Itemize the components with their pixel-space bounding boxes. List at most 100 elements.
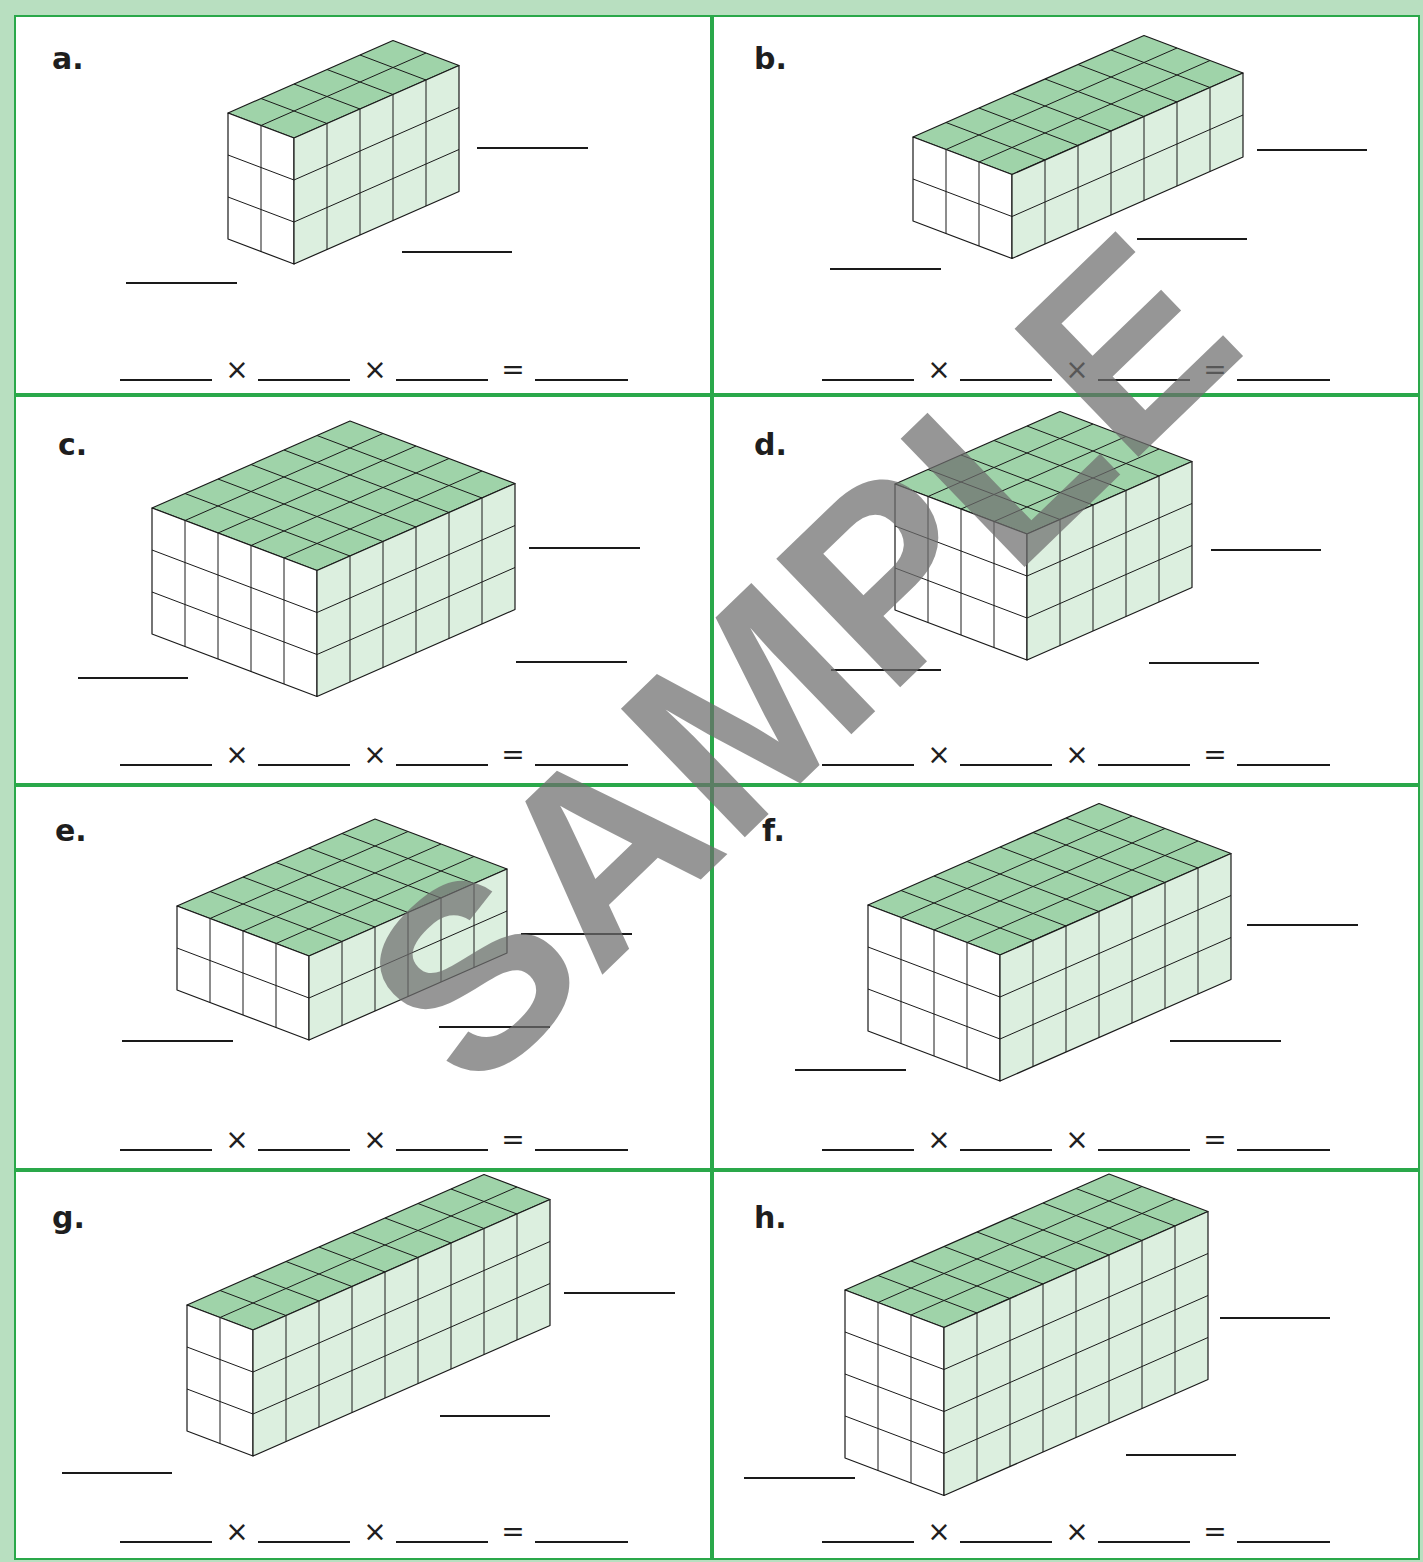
cube-grid-line [1045, 79, 1144, 117]
cube-grid-line [220, 1318, 221, 1444]
exercise-letter: g. [52, 1203, 85, 1233]
cube-grid-line [342, 834, 474, 884]
cube-grid-line [385, 1272, 386, 1398]
answer-blank [1098, 764, 1190, 766]
cube-grid-line [261, 126, 262, 252]
cube-grid-line [385, 1218, 451, 1243]
answer-blank [1237, 1541, 1330, 1543]
cube-grid-line [350, 556, 351, 682]
cube-front-face [895, 484, 1027, 660]
answer-blank [120, 379, 212, 381]
panel-ground [14, 785, 712, 1170]
equals-sign: = [501, 1518, 524, 1546]
equals-sign: = [501, 1126, 524, 1154]
answer-blank [1149, 662, 1259, 664]
cube-grid-line [895, 568, 1027, 618]
cube-grid-line [1126, 491, 1127, 617]
cube-grid-line [284, 450, 449, 513]
cube-grid-line [317, 526, 515, 613]
answer-blank [535, 764, 628, 766]
cube-grid-line [901, 918, 902, 1044]
cube-grid-line [1033, 941, 1034, 1067]
cube-grid-line [426, 80, 427, 206]
cube-grid-line [845, 1374, 944, 1412]
answer-blank [830, 268, 941, 270]
cube-grid-line [253, 1284, 550, 1415]
answer-blank [960, 764, 1052, 766]
answer-blank [1211, 549, 1321, 551]
cube-grid-line [1012, 115, 1243, 217]
cube-grid-line [418, 1204, 484, 1229]
cube-grid-line [878, 1276, 977, 1314]
cube-grid-line [449, 513, 450, 639]
cube-grid-line [185, 521, 186, 647]
answer-blank [396, 1149, 488, 1151]
cube-grid-line [895, 526, 1027, 576]
cube-grid-line [319, 1301, 320, 1427]
cube-grid-line [928, 497, 929, 623]
cube-grid-line [1132, 897, 1133, 1023]
cube-grid-line [994, 522, 995, 648]
exercise-panel: a.××= [14, 15, 712, 395]
answer-blank [120, 1541, 212, 1543]
cube-grid-line [251, 546, 252, 672]
times-sign: × [363, 741, 386, 769]
cube-grid-line [251, 465, 416, 528]
answer-blank [1257, 149, 1367, 151]
answer-blank [521, 933, 632, 935]
cube-side-face [1012, 73, 1243, 259]
answer-blank [258, 764, 350, 766]
cube-grid-line [977, 1232, 1076, 1270]
cube-grid-line [1099, 912, 1100, 1038]
cube-grid-line [845, 1332, 944, 1370]
times-sign: × [1065, 741, 1088, 769]
cube-front-face [228, 113, 294, 264]
cube-grid-line [868, 989, 1000, 1039]
cube-grid-line [994, 441, 1126, 491]
cube-grid-line [243, 877, 375, 927]
cube-grid-line [961, 509, 962, 635]
cube-grid-line [944, 1338, 1208, 1454]
cube-grid-line [286, 1262, 352, 1287]
cube-grid-line [1000, 847, 1132, 897]
times-sign: × [927, 1126, 950, 1154]
cube-grid-line [152, 592, 317, 655]
times-sign: × [225, 741, 248, 769]
answer-blank [1237, 1149, 1330, 1151]
cube-front-face [845, 1290, 944, 1496]
times-sign: × [225, 356, 248, 384]
cube-grid-line [967, 943, 968, 1069]
cube-grid-line [482, 498, 483, 624]
cube-grid-line [979, 108, 1078, 146]
exercise-panel: b.××= [712, 15, 1420, 395]
cube-grid-line [901, 816, 1132, 918]
cube-grid-line [1012, 94, 1111, 132]
cube-grid-line [218, 533, 219, 659]
cube-grid-line [845, 1416, 944, 1454]
cube-side-face [1027, 462, 1192, 661]
answer-blank [396, 379, 488, 381]
answer-blank [1126, 1454, 1236, 1456]
cube-grid-line [416, 527, 417, 653]
exercise-panel: h.××= [712, 1170, 1420, 1560]
answer-blank [396, 764, 488, 766]
cube-grid-line [317, 568, 515, 655]
answer-blank [529, 547, 640, 549]
times-sign: × [363, 1126, 386, 1154]
cube-grid-line [360, 55, 426, 80]
answer-blank [122, 1040, 233, 1042]
times-sign: × [363, 356, 386, 384]
times-sign: × [927, 741, 950, 769]
cube-grid-line [1033, 833, 1165, 883]
cube-front-face [187, 1305, 253, 1456]
cube-grid-line [961, 437, 1126, 510]
answer-blank [62, 1472, 172, 1474]
cube-grid-line [1111, 50, 1210, 88]
cube-grid-line [228, 197, 294, 222]
cube-grid-line [1066, 926, 1067, 1052]
cube-grid-line [1066, 818, 1198, 868]
equals-sign: = [1203, 356, 1226, 384]
cube-grid-line [418, 1258, 419, 1384]
cube-grid-line [1165, 883, 1166, 1009]
answer-blank [396, 1541, 488, 1543]
